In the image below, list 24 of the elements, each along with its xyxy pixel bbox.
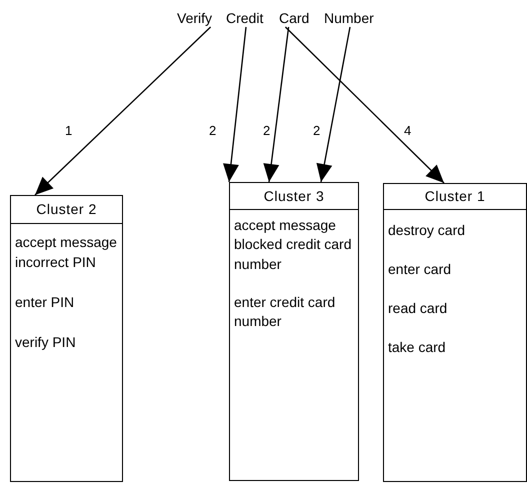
word-label: Credit xyxy=(226,9,266,27)
item-text: enter credit card number xyxy=(234,292,336,332)
cluster-title: Cluster 3 xyxy=(230,183,358,210)
word-label: Number xyxy=(324,9,376,27)
cluster-box xyxy=(383,183,527,482)
word-label: Verify xyxy=(177,9,219,27)
item-text: destroy card xyxy=(388,221,466,240)
edge-label: 1 xyxy=(64,124,74,138)
cluster-box xyxy=(229,182,359,481)
word-label: Card xyxy=(279,9,311,27)
item-text: accept message incorrect PIN xyxy=(15,233,118,272)
cluster-box xyxy=(10,195,123,482)
item-text: accept message blocked credit card number xyxy=(234,216,353,274)
item-text: enter PIN xyxy=(15,293,76,312)
item-text: enter card xyxy=(388,260,452,279)
edge-label: 2 xyxy=(312,124,322,138)
item-text: take card xyxy=(388,338,447,357)
item-text: verify PIN xyxy=(15,333,77,352)
edge-label: 2 xyxy=(208,124,218,138)
edge-label: 4 xyxy=(403,124,412,138)
item-text: read card xyxy=(388,299,448,318)
edge-label: 2 xyxy=(262,124,272,138)
cluster-title: Cluster 1 xyxy=(384,184,526,210)
cluster-title: Cluster 2 xyxy=(11,196,122,224)
